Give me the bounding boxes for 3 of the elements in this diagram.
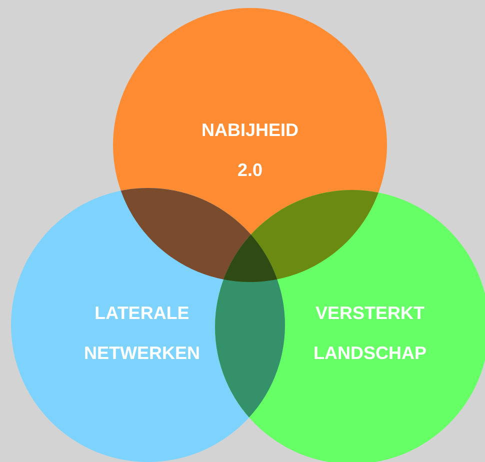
circle-label: VERSTERKT LANDSCHAP bbox=[312, 302, 428, 365]
circle-label: NABIJHEID 2.0 bbox=[200, 119, 300, 182]
circle-label: LATERALE NETWERKEN bbox=[83, 302, 201, 365]
